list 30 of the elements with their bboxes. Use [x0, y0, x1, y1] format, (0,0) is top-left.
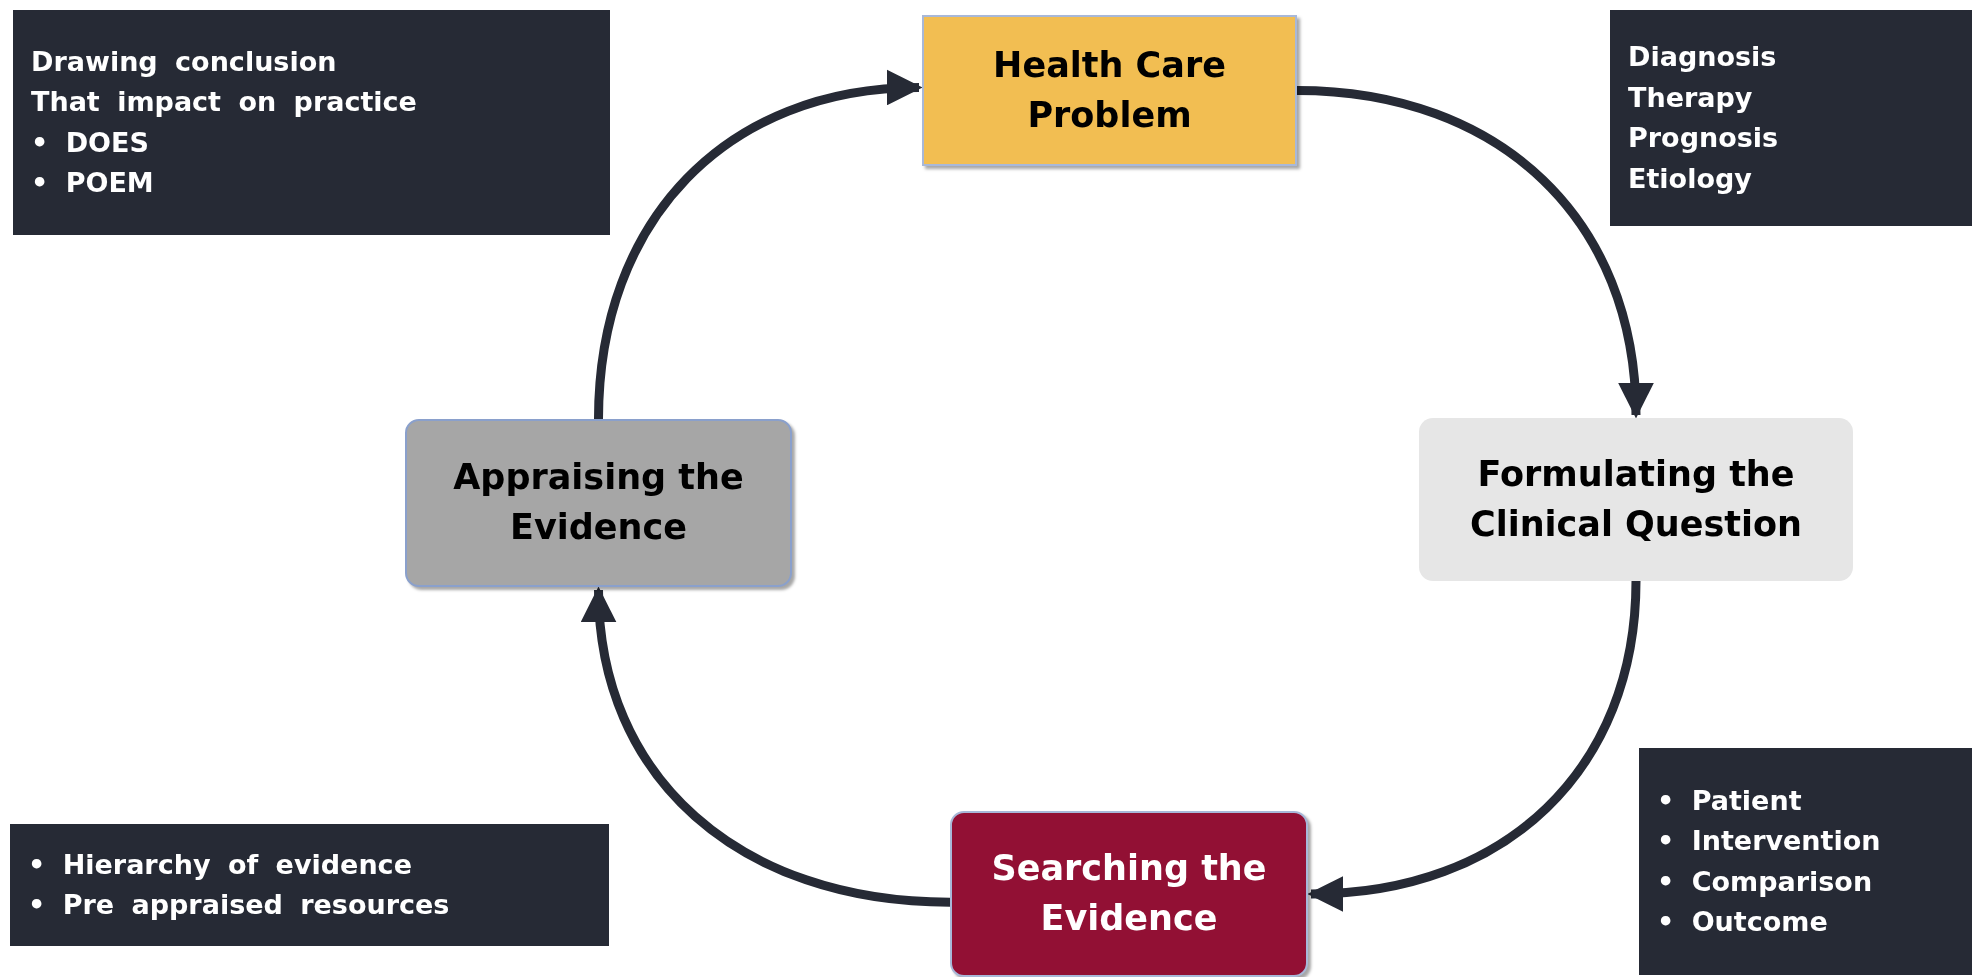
note-text: • POEM — [31, 166, 154, 200]
cycle-arrow — [1307, 580, 1641, 911]
note-text: • Pre appraised resources — [28, 888, 450, 922]
step-label: Searching the Evidence — [990, 847, 1268, 940]
note-text: Diagnosis — [1628, 40, 1777, 74]
note-text: Etiology — [1628, 161, 1752, 196]
note-text: That impact on practice — [31, 85, 417, 119]
step-box — [922, 15, 1297, 166]
note-text: Prognosis — [1628, 121, 1779, 155]
step-label: Formulating the Clinical Question — [1468, 452, 1804, 546]
note-box — [10, 824, 609, 946]
note-text: • Hierarchy of evidence — [28, 847, 412, 882]
cycle-arrow — [594, 71, 923, 420]
note-text: Drawing conclusion — [31, 44, 337, 79]
cycle-arrow — [1296, 86, 1653, 419]
note-text: • Outcome — [1657, 905, 1828, 939]
step-box — [1419, 418, 1853, 581]
step-box — [950, 811, 1308, 977]
note-text: • Intervention — [1657, 824, 1881, 858]
step-box — [405, 419, 792, 587]
note-text: • Patient — [1657, 783, 1802, 818]
step-label: Appraising the Evidence — [452, 456, 745, 549]
note-box — [1639, 748, 1972, 975]
step-label: Health Care Problem — [992, 43, 1227, 137]
note-text: • Comparison — [1657, 864, 1873, 899]
note-text: • DOES — [31, 125, 149, 160]
note-box — [13, 10, 610, 235]
note-box — [1610, 10, 1972, 226]
note-text: Therapy — [1628, 80, 1753, 115]
cycle-arrow — [582, 586, 951, 907]
